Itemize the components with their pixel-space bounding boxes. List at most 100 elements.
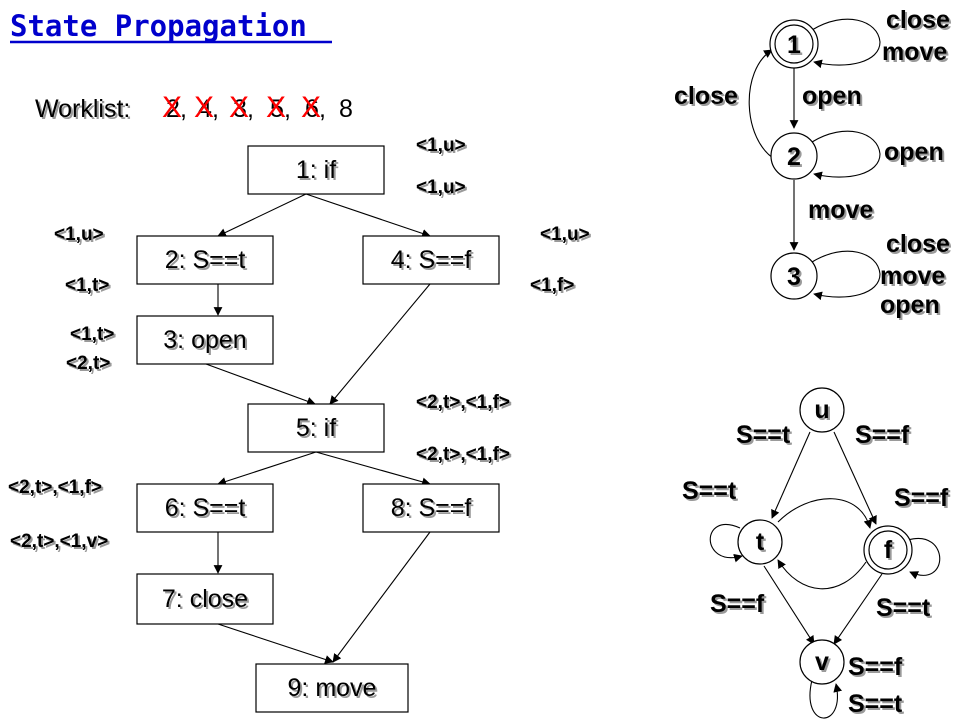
worklist-item: 3 <box>233 95 247 123</box>
cfg-node-8: 8: S==f 8: S==f <box>362 483 500 533</box>
svg-text:2: 2 <box>789 145 803 173</box>
svg-text:<2,t>,<1,f>: <2,t>,<1,f> <box>418 394 512 415</box>
worklist-cross-mark: X <box>301 91 321 124</box>
svg-text:f: f <box>886 538 895 566</box>
worklist-cross-mark: X <box>194 91 214 124</box>
edge-7-9 <box>217 623 334 664</box>
edge-3-5 <box>205 363 316 406</box>
svg-text:1: if: 1: if <box>298 158 338 186</box>
node-label: 8: S==f <box>391 494 472 522</box>
svg-text:S==f: S==f <box>850 655 905 683</box>
node-label: 2: S==t <box>165 246 246 274</box>
svg-text:move: move <box>884 40 949 68</box>
svg-text:3: open: 3: open <box>165 328 248 356</box>
lattice-state-label: f <box>884 536 893 564</box>
svg-text:u: u <box>816 398 831 426</box>
state-label: 2 <box>787 143 801 171</box>
edge-8-9 <box>332 531 431 663</box>
transition-self-1 <box>811 18 881 69</box>
svg-text:<1,u>: <1,u> <box>56 226 106 247</box>
svg-text:<1,t>: <1,t> <box>67 277 111 298</box>
lattice-state-v <box>799 639 845 685</box>
svg-text:move: move <box>810 198 875 226</box>
condition-label: S==f <box>848 653 903 681</box>
svg-text:9: move: 9: move <box>290 676 379 704</box>
event-label: move <box>880 262 945 290</box>
transition-self-t <box>709 524 743 563</box>
typestate-machine: 1 1 2 2 3 3 close close move move open o… <box>674 6 952 321</box>
svg-text:<1,t>: <1,t> <box>72 326 116 347</box>
svg-text:close: close <box>888 232 952 260</box>
worklist-cross-mark: X <box>229 91 249 124</box>
edge-1-2 <box>217 193 307 237</box>
worklist-item: 5 <box>270 95 284 123</box>
svg-text:5: if: 5: if <box>298 416 338 444</box>
transition-f-v <box>833 573 883 645</box>
svg-text:,: , <box>247 95 254 123</box>
fact-n2-in: <1,u> <box>54 224 104 245</box>
condition-label: S==t <box>736 421 791 449</box>
transition-u-t <box>771 431 811 519</box>
lattice-state-label: v <box>815 648 829 676</box>
cfg-node-3: 3: open 3: open <box>136 315 274 365</box>
lattice-state-label: t <box>756 528 765 556</box>
node-label: 4: S==f <box>391 246 472 274</box>
node-label: 7: close <box>162 585 248 613</box>
svg-text:<2,t>,<1,f>: <2,t>,<1,f> <box>10 479 104 500</box>
state-1 <box>774 24 814 64</box>
cfg-edges <box>205 193 431 664</box>
fact-n1-out: <1,u> <box>416 177 466 198</box>
condition-label: S==t <box>848 690 903 718</box>
condition-label: S==t <box>682 477 737 505</box>
worklist-label: Worklist: <box>35 95 130 123</box>
state-2 <box>770 132 818 180</box>
svg-text:t: t <box>758 530 767 558</box>
worklist-item: 6 <box>305 95 319 123</box>
fact-n3-out: <2,t> <box>66 353 110 374</box>
svg-text:S==f: S==f <box>857 423 912 451</box>
svg-text:<2,t>,<1,v>: <2,t>,<1,v> <box>12 533 110 554</box>
transition-self-v <box>809 679 842 719</box>
svg-text:8: S==f: 8: S==f <box>393 496 474 524</box>
svg-text:<1,u>: <1,u> <box>418 137 468 158</box>
svg-text:S==t: S==t <box>850 692 905 720</box>
cfg-node-4: 4: S==f 4: S==f <box>362 235 500 285</box>
svg-text:,: , <box>284 95 291 123</box>
node-label: 9: move <box>288 674 377 702</box>
event-label: close <box>886 230 950 258</box>
svg-text:S==t: S==t <box>738 423 793 451</box>
lattice-state-label: u <box>814 396 829 424</box>
fact-n5-out: <2,t>,<1,f> <box>416 444 510 465</box>
svg-text:<1,u>: <1,u> <box>542 226 592 247</box>
svg-text:6: S==t: 6: S==t <box>167 496 248 524</box>
node-label: 6: S==t <box>165 494 246 522</box>
condition-label: S==f <box>855 421 910 449</box>
svg-text:close: close <box>888 8 952 36</box>
node-label: 1: if <box>296 156 336 184</box>
transition-2-1 <box>748 49 777 161</box>
node-label: 3: open <box>163 326 246 354</box>
condition-label: S==t <box>876 594 931 622</box>
fact-n1-in: <1,u> <box>416 135 466 156</box>
svg-text:open: open <box>804 84 864 112</box>
worklist-item: 8 <box>339 95 353 123</box>
fact-n4-in: <1,u> <box>540 224 590 245</box>
svg-text:<1,f>: <1,f> <box>532 277 576 298</box>
svg-text:open: open <box>886 140 946 168</box>
svg-text:,: , <box>180 95 187 123</box>
svg-text:S==t: S==t <box>684 479 739 507</box>
worklist-item: 2 <box>166 95 180 123</box>
worklist-item: 4 <box>198 95 212 123</box>
edge-5-6 <box>217 451 317 486</box>
cfg-node-2: 2: S==t 2: S==t <box>136 235 274 285</box>
fact-n6-out: <2,t>,<1,v> <box>10 531 108 552</box>
transition-u-f <box>833 431 877 525</box>
svg-text:move: move <box>882 264 947 292</box>
cfg-node-1: 1: if 1: if <box>247 145 385 195</box>
fact-n3-in: <1,t> <box>70 324 114 345</box>
worklist-cross-mark: X <box>266 91 286 124</box>
event-label: move <box>808 196 873 224</box>
svg-text:S==f: S==f <box>896 486 951 514</box>
fact-n4-out: <1,f> <box>530 275 574 296</box>
